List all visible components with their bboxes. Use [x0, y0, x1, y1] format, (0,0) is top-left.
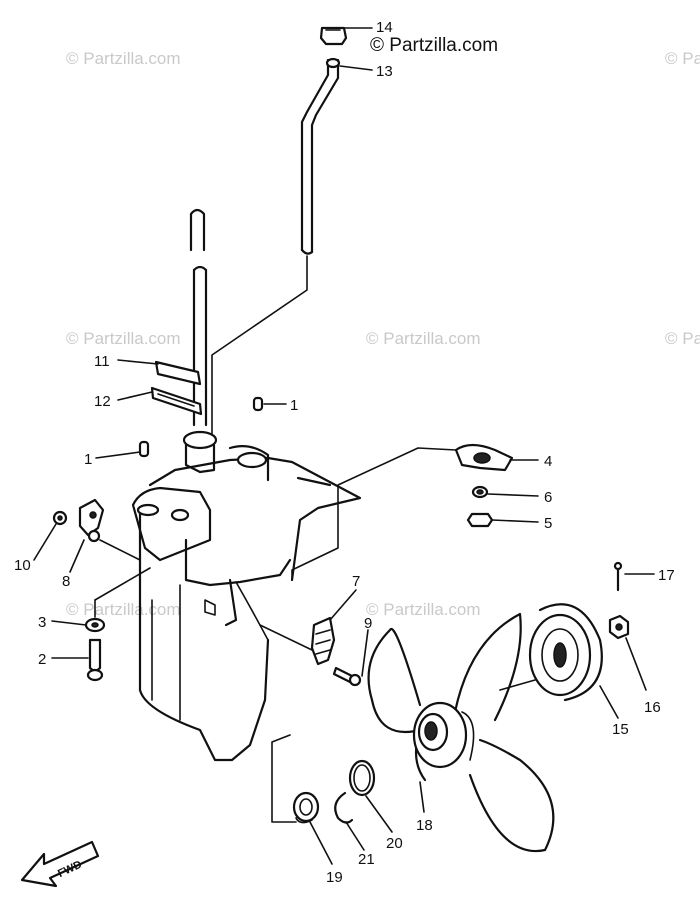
part-17-cotter-pin — [613, 561, 623, 592]
callout-14: 14 — [376, 19, 393, 36]
watermark: © Partzilla.com — [366, 329, 481, 348]
part-4-anode — [454, 443, 514, 472]
callout-13: 13 — [376, 63, 393, 80]
callout-18: 18 — [416, 817, 433, 834]
fwd-arrow-icon: FWD — [20, 840, 100, 888]
watermark: © Partzilla.com — [66, 600, 181, 619]
watermark: © Partzilla.com — [665, 329, 700, 348]
callout-2: 2 — [38, 651, 46, 668]
watermark: © Partzilla.com — [66, 329, 181, 348]
callout-12: 12 — [94, 393, 111, 410]
callout-21: 21 — [358, 851, 375, 868]
part-20-ring — [348, 759, 376, 797]
watermark: © Partzilla.com — [665, 49, 700, 68]
part-9-screw — [332, 666, 362, 687]
header-watermark: © Partzilla.com — [370, 35, 498, 56]
part-11-plate — [154, 360, 202, 386]
part-8-bracket — [78, 498, 141, 561]
callout-3: 3 — [38, 614, 46, 631]
leader-line — [291, 447, 457, 581]
callout-20: 20 — [386, 835, 403, 852]
callout-1a: 1 — [84, 451, 92, 468]
callout-5: 5 — [544, 515, 552, 532]
part-14-cap — [319, 26, 348, 46]
callout-16: 16 — [644, 699, 661, 716]
part-15-washer — [499, 603, 603, 702]
part-2-bolt — [86, 638, 104, 682]
callout-4: 4 — [544, 453, 552, 470]
leader-line — [271, 734, 297, 823]
callout-9: 9 — [364, 615, 372, 632]
part-5-nut — [466, 512, 494, 528]
part-1-pin-b — [252, 396, 264, 412]
callout-19: 19 — [326, 869, 343, 886]
drive-shaft — [189, 208, 208, 427]
lower-unit-housing — [131, 430, 362, 762]
callout-1b: 1 — [290, 397, 298, 414]
part-1-pin-a — [138, 440, 150, 458]
part-12-plate — [150, 386, 203, 416]
part-6-washer — [471, 485, 489, 499]
part-13-tube — [211, 57, 341, 436]
watermark: © Partzilla.com — [66, 49, 181, 68]
callout-leaders — [33, 27, 655, 865]
callout-7: 7 — [352, 573, 360, 590]
part-10-washer — [52, 510, 68, 526]
part-18-propeller — [367, 612, 555, 853]
callout-10: 10 — [14, 557, 31, 574]
watermark: © Partzilla.com — [366, 600, 481, 619]
callout-15: 15 — [612, 721, 629, 738]
callout-6: 6 — [544, 489, 552, 506]
callout-8: 8 — [62, 573, 70, 590]
part-19-cap — [292, 791, 320, 824]
callout-11: 11 — [94, 353, 110, 370]
part-16-nut — [608, 614, 630, 640]
part-7-cover — [259, 616, 336, 666]
part-21-clip — [334, 791, 354, 824]
callout-17: 17 — [658, 567, 675, 584]
